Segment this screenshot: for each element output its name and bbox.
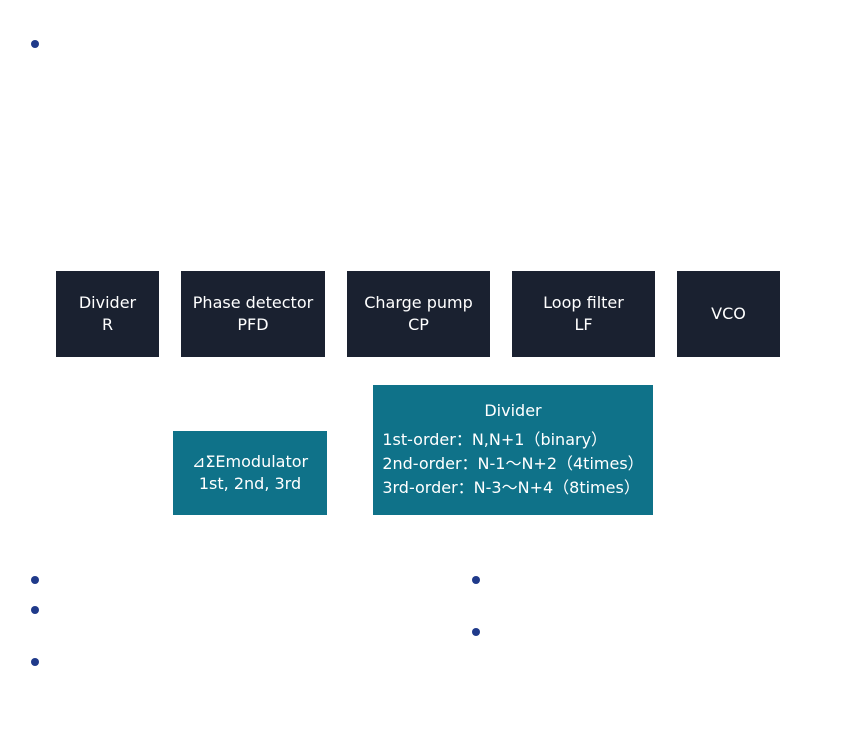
- bullet-marker: [31, 658, 39, 666]
- block-abbr: PFD: [237, 315, 269, 334]
- delta-sigma-modulator-block: ⊿ΣEmodulator 1st, 2nd, 3rd: [173, 431, 327, 515]
- bullet-marker: [472, 576, 480, 584]
- block-label: Charge pump: [364, 293, 473, 312]
- vco-block: VCO: [677, 271, 780, 357]
- bullet-marker: [31, 40, 39, 48]
- divider-order-line: 2nd-order：N-1～N+2（4times）: [382, 454, 644, 473]
- block-label: VCO: [711, 304, 746, 323]
- charge-pump-block: Charge pump CP: [347, 271, 490, 357]
- block-label: Divider: [484, 401, 542, 420]
- divider-r-block: Divider R: [56, 271, 159, 357]
- block-abbr: CP: [408, 315, 429, 334]
- bullet-marker: [472, 628, 480, 636]
- bullet-marker: [31, 606, 39, 614]
- loop-filter-block: Loop filter LF: [512, 271, 655, 357]
- divider-order-line: 3rd-order：N-3～N+4（8times）: [382, 478, 640, 497]
- block-label: Phase detector: [192, 293, 314, 312]
- block-abbr: R: [101, 315, 114, 334]
- divider-order-list: 1st-order：N,N+1（binary） 2nd-order：N-1～N+…: [382, 428, 643, 500]
- block-abbr: LF: [574, 315, 593, 334]
- divider-order-line: 1st-order：N,N+1（binary）: [382, 430, 608, 449]
- block-orders: 1st, 2nd, 3rd: [198, 474, 302, 493]
- phase-detector-block: Phase detector PFD: [181, 271, 325, 357]
- block-label: ⊿ΣEmodulator: [191, 452, 309, 471]
- divider-n-block: Divider 1st-order：N,N+1（binary） 2nd-orde…: [373, 385, 653, 515]
- block-label: Loop filter: [543, 293, 624, 312]
- bullet-marker: [31, 576, 39, 584]
- block-label: Divider: [78, 293, 137, 312]
